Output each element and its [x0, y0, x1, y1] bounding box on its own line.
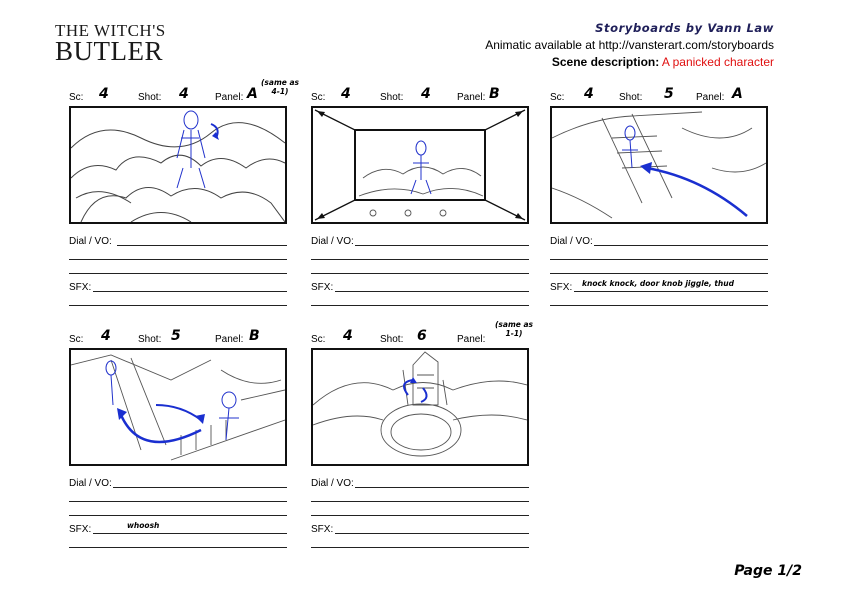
logo: THE WITCH'S BUTLER — [55, 22, 166, 65]
shot-label: Shot: — [619, 92, 643, 103]
sfx-line — [93, 533, 287, 534]
panel-frame — [69, 348, 287, 466]
animatic-link-text: Animatic available at http://vansterart.… — [485, 38, 774, 52]
dial-label: Dial / VO: — [311, 478, 354, 489]
panel-value: B — [489, 86, 500, 102]
sfx-label: SFX: — [311, 282, 334, 293]
sketch-door-knock — [552, 111, 766, 219]
sc-label: Sc: — [69, 92, 84, 103]
logo-line-2: BUTLER — [55, 36, 163, 66]
dial-line — [311, 515, 529, 516]
dial-label: Dial / VO: — [311, 236, 354, 247]
sfx-line — [550, 305, 768, 306]
dial-line — [69, 515, 287, 516]
dial-line — [69, 501, 287, 502]
sc-label: Sc: — [550, 92, 565, 103]
shot-label: Shot: — [138, 92, 162, 103]
sc-value: 4 — [99, 86, 109, 102]
shot-value: 4 — [179, 86, 189, 102]
sfx-line — [311, 305, 529, 306]
shot-value: 4 — [421, 86, 431, 102]
panel-label: Panel: — [457, 334, 486, 345]
panel-meta: Sc: 4 Shot: 4 Panel: A (same as 4-1) — [69, 78, 309, 106]
panel-frame — [550, 106, 768, 224]
sc-label: Sc: — [311, 334, 326, 345]
sketch-house-on-hill — [313, 351, 527, 457]
sc-value: 4 — [341, 86, 351, 102]
panel-note: (same as 1-1) — [495, 320, 533, 338]
sfx-note: knock knock, door knob jiggle, thud — [582, 279, 734, 288]
panel-frame — [311, 348, 529, 466]
storyboard-panel-2: Sc: 4 Shot: 4 Panel: B — [311, 82, 551, 322]
dial-line — [594, 245, 768, 246]
storyboard-panel-4: Sc: 4 Shot: 5 Panel: B — [69, 324, 309, 564]
dial-line — [550, 273, 768, 274]
sketch-zoom-frame — [314, 109, 526, 221]
dial-line — [311, 273, 529, 274]
sfx-label: SFX: — [311, 524, 334, 535]
dial-line — [355, 245, 529, 246]
panel-meta: Sc: 4 Shot: 4 Panel: B — [311, 82, 551, 106]
panel-meta: Sc: 4 Shot: 6 Panel: (same as 1-1) — [311, 320, 551, 348]
dial-line — [117, 245, 287, 246]
dial-label: Dial / VO: — [550, 236, 593, 247]
shot-label: Shot: — [380, 92, 404, 103]
sc-value: 4 — [343, 328, 353, 344]
dial-line — [113, 487, 287, 488]
scene-description: Scene description: A panicked character — [552, 55, 774, 69]
dial-line — [69, 273, 287, 274]
panel-frame — [69, 106, 287, 224]
sfx-line — [69, 547, 287, 548]
sc-label: Sc: — [69, 334, 84, 345]
logo-line-1: THE WITCH'S — [55, 21, 166, 40]
panel-label: Panel: — [696, 92, 725, 103]
dial-line — [550, 259, 768, 260]
dial-line — [355, 487, 529, 488]
shot-value: 6 — [417, 328, 427, 344]
shot-label: Shot: — [380, 334, 404, 345]
panel-note: (same as 4-1) — [261, 78, 299, 96]
dial-line — [311, 501, 529, 502]
header-title: Storyboards by Vann Law — [595, 21, 774, 35]
sfx-line — [93, 291, 287, 292]
shot-label: Shot: — [138, 334, 162, 345]
sfx-label: SFX: — [69, 282, 92, 293]
dial-label: Dial / VO: — [69, 478, 112, 489]
page-number: Page 1/2 — [734, 563, 802, 579]
shot-value: 5 — [171, 328, 181, 344]
panel-meta: Sc: 4 Shot: 5 Panel: A — [550, 82, 790, 106]
panel-value: A — [732, 86, 743, 102]
sfx-line — [574, 291, 768, 292]
sfx-line — [69, 305, 287, 306]
dial-label: Dial / VO: — [69, 236, 112, 247]
panel-meta: Sc: 4 Shot: 5 Panel: B — [69, 324, 309, 348]
panel-label: Panel: — [215, 334, 244, 345]
sfx-note: whoosh — [127, 521, 160, 530]
sc-label: Sc: — [311, 92, 326, 103]
sfx-line — [335, 291, 529, 292]
dial-line — [311, 259, 529, 260]
storyboard-panel-5: Sc: 4 Shot: 6 Panel: (same as 1-1) Dial … — [311, 320, 551, 564]
sketch-bushes-figure — [71, 110, 285, 222]
sfx-line — [311, 547, 529, 548]
sfx-label: SFX: — [69, 524, 92, 535]
storyboard-panel-1: Sc: 4 Shot: 4 Panel: A (same as 4-1) Dia… — [69, 78, 309, 322]
sfx-label: SFX: — [550, 282, 573, 293]
panel-value: B — [249, 328, 260, 344]
sc-value: 4 — [101, 328, 111, 344]
storyboard-panel-3: Sc: 4 Shot: 5 Panel: A Dial / VO: SFX: k… — [550, 82, 790, 322]
dial-line — [69, 259, 287, 260]
shot-value: 5 — [664, 86, 674, 102]
panel-label: Panel: — [215, 92, 244, 103]
panel-label: Panel: — [457, 92, 486, 103]
panel-value: A — [247, 86, 258, 102]
sketch-whoosh — [71, 354, 285, 461]
panel-frame — [311, 106, 529, 224]
sfx-line — [335, 533, 529, 534]
sc-value: 4 — [584, 86, 594, 102]
scene-description-value: A panicked character — [661, 55, 774, 69]
scene-description-label: Scene description: — [551, 55, 660, 69]
